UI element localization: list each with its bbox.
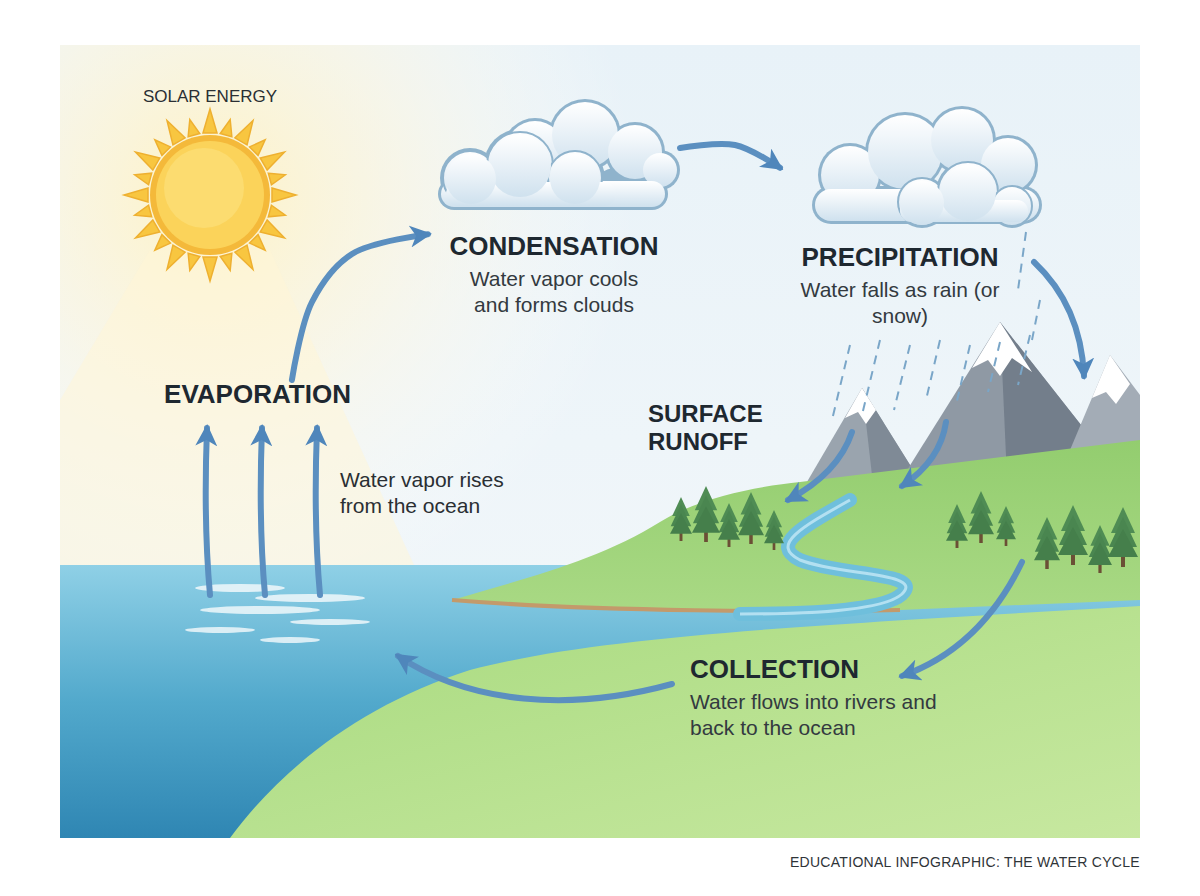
rain-cloud bbox=[812, 106, 1042, 228]
trees bbox=[670, 486, 1138, 573]
caption: EDUCATIONAL INFOGRAPHIC: THE WATER CYCLE bbox=[790, 854, 1140, 870]
stage-description: Water flows into rivers and back to the … bbox=[690, 689, 940, 742]
note-text: Water vapor rises from the ocean bbox=[340, 467, 540, 520]
sun-glow bbox=[60, 45, 1140, 838]
stage-title: EVAPORATION bbox=[164, 380, 351, 410]
sun-beam bbox=[60, 250, 430, 600]
stage-label: PRECIPITATION Water falls as rain (or sno… bbox=[780, 108, 1020, 329]
stage-title: PRECIPITATION bbox=[802, 243, 999, 273]
stage-description: Water vapor cools and forms clouds bbox=[457, 266, 652, 319]
stage-description: Water falls as rain (or snow) bbox=[795, 277, 1005, 330]
sun bbox=[124, 109, 296, 281]
cloud bbox=[438, 99, 680, 210]
flow-arrow bbox=[206, 262, 1084, 700]
river bbox=[740, 500, 906, 614]
stage-label: COLLECTION Water flows into rivers and ba… bbox=[690, 655, 948, 741]
stage-label: SURFACE RUNOFF bbox=[648, 400, 784, 455]
sky bbox=[60, 45, 1140, 838]
stage-title: SURFACE RUNOFF bbox=[648, 400, 776, 455]
sun-label: SOLAR ENERGY bbox=[110, 86, 310, 107]
flow-arrow bbox=[680, 144, 780, 168]
stage-title: CONDENSATION bbox=[450, 232, 659, 262]
flow-arrow bbox=[292, 234, 428, 380]
land bbox=[230, 606, 1140, 838]
stage-title: COLLECTION bbox=[690, 655, 859, 685]
stage-label: EVAPORATION bbox=[150, 380, 365, 410]
stage-label: CONDENSATION Water vapor cools and forms … bbox=[428, 108, 680, 318]
